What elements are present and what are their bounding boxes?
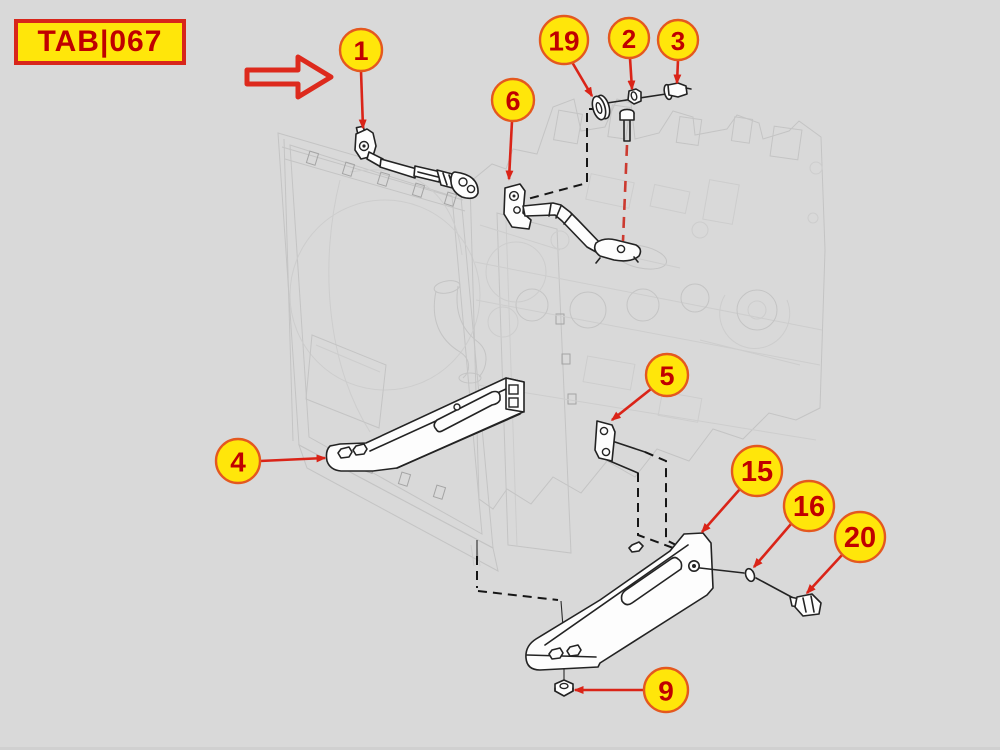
callout-balloon-1 xyxy=(338,27,384,73)
washer-part-19 xyxy=(591,93,667,121)
callout-number-5: 5 xyxy=(659,361,674,391)
callout-arrow-20 xyxy=(805,554,843,595)
callout-balloon-19 xyxy=(538,14,590,66)
callout-arrow-6 xyxy=(505,120,514,181)
callout-number-20: 20 xyxy=(844,522,876,554)
support-bracket-part-15 xyxy=(525,532,714,671)
callout-arrow-16 xyxy=(753,523,792,569)
callout-balloon-15 xyxy=(730,444,784,498)
callout-arrow-15 xyxy=(701,488,741,534)
callout-number-16: 16 xyxy=(793,491,825,523)
callout-balloon-6 xyxy=(490,77,536,123)
callout-number-9: 9 xyxy=(658,676,674,707)
callout-arrow-19 xyxy=(570,61,594,98)
callout-balloon-3 xyxy=(656,18,700,62)
callout-number-15: 15 xyxy=(741,456,773,488)
callout-number-19: 19 xyxy=(548,26,579,57)
support-bracket-part-4 xyxy=(325,377,525,472)
callout-number-3: 3 xyxy=(671,26,685,56)
mounting-plate-part-5 xyxy=(594,420,616,462)
callout-number-2: 2 xyxy=(622,24,636,54)
callout-arrow-5 xyxy=(610,387,652,422)
callout-balloon-5 xyxy=(644,352,690,398)
callout-arrow-4 xyxy=(259,454,327,463)
bottom-edge-line xyxy=(0,747,1000,750)
engine-ghost xyxy=(469,98,826,510)
callout-balloon-16 xyxy=(782,479,836,533)
callout-balloon-4 xyxy=(214,437,262,485)
stay-bracket-part-6 xyxy=(503,183,642,264)
callout-balloon-20 xyxy=(833,510,887,564)
callout-balloon-2 xyxy=(607,16,651,60)
radiator-ghost xyxy=(277,132,577,572)
callout-number-1: 1 xyxy=(353,36,368,66)
tab-number-label: TAB|067 xyxy=(14,19,186,65)
callout-number-6: 6 xyxy=(505,86,520,116)
callout-number-4: 4 xyxy=(230,447,246,478)
callout-arrow-2 xyxy=(627,57,636,91)
bolt-part-3 xyxy=(663,82,692,101)
nut-part-9 xyxy=(554,679,574,697)
callout-arrow-1 xyxy=(358,70,367,130)
direction-arrow-icon xyxy=(244,54,334,100)
callout-arrow-3 xyxy=(673,59,682,85)
nut-part-2 xyxy=(627,88,642,105)
vertical-bolt xyxy=(619,108,635,142)
callout-balloon-9 xyxy=(642,666,690,714)
red-insertion-dash xyxy=(621,144,629,242)
